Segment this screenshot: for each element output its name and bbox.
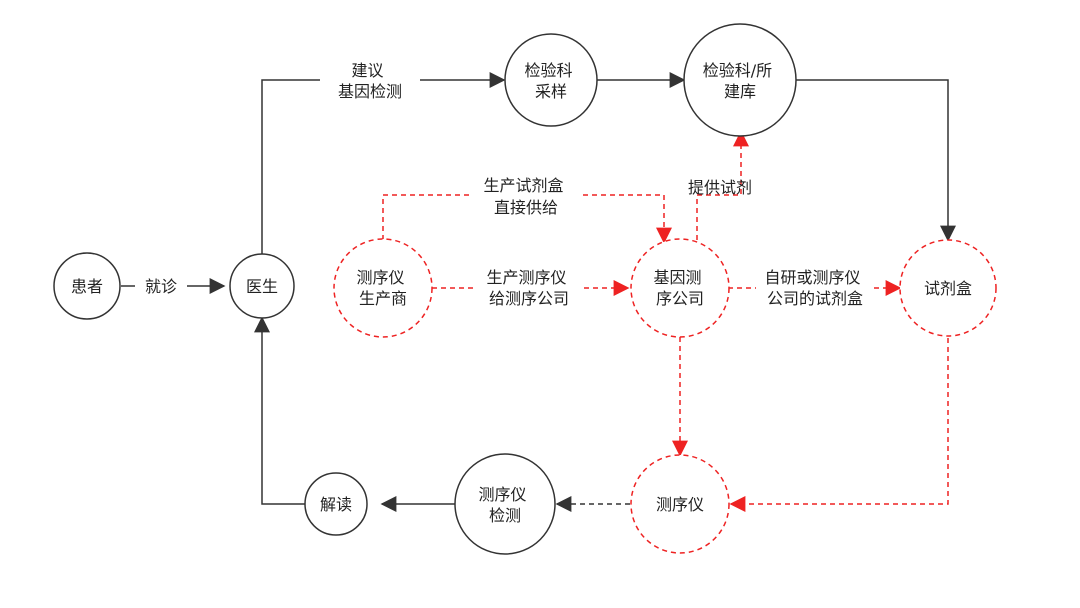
sequencer-maker-label: 测序仪 生产商 bbox=[356, 268, 409, 308]
suggest-test-edge-label-line-1: 建议 bbox=[351, 61, 383, 80]
patient-label-line-1: 患者 bbox=[71, 277, 103, 296]
nodes bbox=[53, 23, 997, 555]
lab-sampling-label-line-2: 采样 bbox=[535, 82, 567, 101]
gene-company-label-line-2: 序公司 bbox=[656, 289, 704, 308]
doctor-label-line-1: 医生 bbox=[246, 277, 278, 296]
edge-interpret-to-doctor bbox=[254, 316, 306, 505]
lab-sampling-label: 检验科 采样 bbox=[524, 61, 577, 101]
suggest-test-edge-label: 建议 基因检测 bbox=[338, 61, 402, 101]
produce-sequencer-edge-label-line-1: 生产测序仪 bbox=[486, 268, 566, 287]
edge-labels: 就诊 建议 基因检测 生产试剂盒 直接供给 提供试剂 生产测序仪 给测序公司 自… bbox=[145, 61, 865, 308]
sequencer-label-line-1: 测序仪 bbox=[656, 495, 704, 514]
interpret-label: 解读 bbox=[320, 495, 352, 514]
sequencer-test-label-line-2: 检测 bbox=[489, 506, 521, 525]
interpret-node bbox=[304, 472, 368, 536]
suggest-test-edge-label-line-2: 基因检测 bbox=[338, 82, 402, 101]
self-dev-kit-edge-label-line-1: 自研或测序仪 bbox=[764, 268, 860, 287]
sequencer-maker-label-line-2: 生产商 bbox=[359, 289, 407, 308]
supply-kit-direct-edge-label-line-1: 生产试剂盒 bbox=[483, 176, 563, 195]
supply-kit-direct-edge-label: 生产试剂盒 直接供给 bbox=[483, 176, 568, 217]
solid-edges bbox=[121, 79, 956, 512]
edge-doctor-to-lab-sampling bbox=[261, 80, 504, 255]
doctor-label: 医生 bbox=[246, 277, 278, 296]
interpret-label-line-1: 解读 bbox=[320, 495, 352, 514]
lab-storage-label-line-1: 检验科/所 bbox=[703, 61, 772, 80]
sequencer-test-label: 测序仪 检测 bbox=[478, 485, 531, 525]
lab-sampling-label-line-1: 检验科 bbox=[524, 61, 572, 80]
dashed-edges bbox=[382, 130, 949, 512]
edge-reagent-kit-to-sequencer bbox=[729, 338, 949, 512]
visit-edge-label-line-1: 就诊 bbox=[145, 277, 177, 296]
gene-company-node bbox=[630, 238, 730, 338]
self-dev-kit-edge-label-line-2: 公司的试剂盒 bbox=[767, 289, 863, 308]
sequencer-maker-label-line-1: 测序仪 bbox=[356, 268, 404, 287]
lab-storage-label-line-2: 建库 bbox=[724, 82, 756, 101]
node-labels: 患者 医生 检验科 采样 检验科/所 建库 测序仪 生产商 基因测 序公司 试剂… bbox=[71, 61, 972, 525]
supply-kit-direct-edge-label-line-2: 直接供给 bbox=[494, 198, 558, 217]
self-dev-kit-edge-label: 自研或测序仪 公司的试剂盒 bbox=[764, 268, 865, 308]
sequencer-label: 测序仪 bbox=[656, 495, 704, 514]
patient-label: 患者 bbox=[71, 277, 103, 296]
sequencer-test-node bbox=[454, 453, 556, 555]
reagent-kit-node bbox=[899, 239, 997, 337]
edge-lab-storage-to-reagent-kit bbox=[796, 79, 956, 242]
sequencer-test-label-line-1: 测序仪 bbox=[478, 485, 526, 504]
supply-reagent-edge-label: 提供试剂 bbox=[688, 178, 752, 197]
gene-company-label-line-1: 基因测 bbox=[653, 268, 701, 287]
lab-sampling-node bbox=[504, 33, 598, 127]
patient-node bbox=[53, 252, 121, 320]
produce-sequencer-edge-label: 生产测序仪 给测序公司 bbox=[486, 268, 571, 308]
sequencer-maker-node bbox=[333, 238, 433, 338]
lab-storage-label: 检验科/所 建库 bbox=[703, 61, 778, 101]
gene-company-label: 基因测 序公司 bbox=[653, 268, 706, 308]
reagent-kit-label-line-1: 试剂盒 bbox=[924, 279, 972, 298]
doctor-node bbox=[229, 253, 295, 319]
edge-maker-to-gene-company-kit bbox=[382, 194, 664, 242]
sequencer-node bbox=[630, 454, 730, 554]
visit-edge-label: 就诊 bbox=[145, 277, 177, 296]
lab-storage-node bbox=[683, 23, 797, 137]
edge-gene-company-to-lab-storage bbox=[696, 130, 749, 240]
reagent-kit-label: 试剂盒 bbox=[924, 279, 972, 298]
produce-sequencer-edge-label-line-2: 给测序公司 bbox=[489, 289, 569, 308]
supply-reagent-edge-label-line-1: 提供试剂 bbox=[688, 178, 752, 197]
